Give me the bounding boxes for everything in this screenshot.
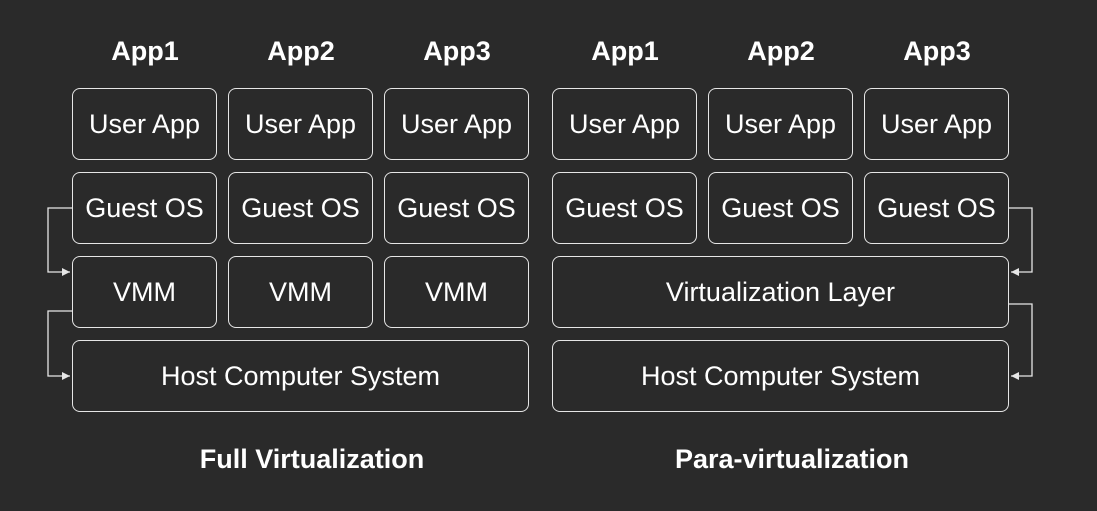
full-app2-label: App2 <box>267 36 335 66</box>
para-host-computer-system-box: Host Computer System <box>552 340 1009 412</box>
full-vmm-to-host-arrow <box>47 310 72 380</box>
full-app3-guest-os-box: Guest OS <box>384 172 529 244</box>
para-virtualization-layer-box: Virtualization Layer <box>552 256 1009 328</box>
full-host-computer-system-box: Host Computer System <box>72 340 529 412</box>
para-guest-os-to-virtualization-layer-arrow <box>1009 207 1033 276</box>
para-app2-guest-os-box: Guest OS <box>708 172 853 244</box>
full-app3-label: App3 <box>423 36 491 66</box>
para-app3-guest-os-box: Guest OS <box>864 172 1009 244</box>
para-virtualization-caption: Para-virtualization <box>674 444 910 474</box>
para-virtualization-layer-to-host-arrow <box>1009 303 1033 380</box>
full-app1-vmm-box: VMM <box>72 256 217 328</box>
full-app2-guest-os-box: Guest OS <box>228 172 373 244</box>
para-app3-label: App3 <box>903 36 971 66</box>
para-app2-user-app-box: User App <box>708 88 853 160</box>
para-app1-label: App1 <box>591 36 659 66</box>
full-app3-vmm-box: VMM <box>384 256 529 328</box>
full-app2-vmm-box: VMM <box>228 256 373 328</box>
full-app1-user-app-box: User App <box>72 88 217 160</box>
full-guest-os-to-vmm-arrow <box>47 207 72 276</box>
para-app3-user-app-box: User App <box>864 88 1009 160</box>
para-app2-label: App2 <box>747 36 815 66</box>
full-app3-user-app-box: User App <box>384 88 529 160</box>
para-app1-guest-os-box: Guest OS <box>552 172 697 244</box>
full-app1-label: App1 <box>111 36 179 66</box>
full-virtualization-caption: Full Virtualization <box>199 444 425 474</box>
full-app1-guest-os-box: Guest OS <box>72 172 217 244</box>
full-app2-user-app-box: User App <box>228 88 373 160</box>
para-app1-user-app-box: User App <box>552 88 697 160</box>
